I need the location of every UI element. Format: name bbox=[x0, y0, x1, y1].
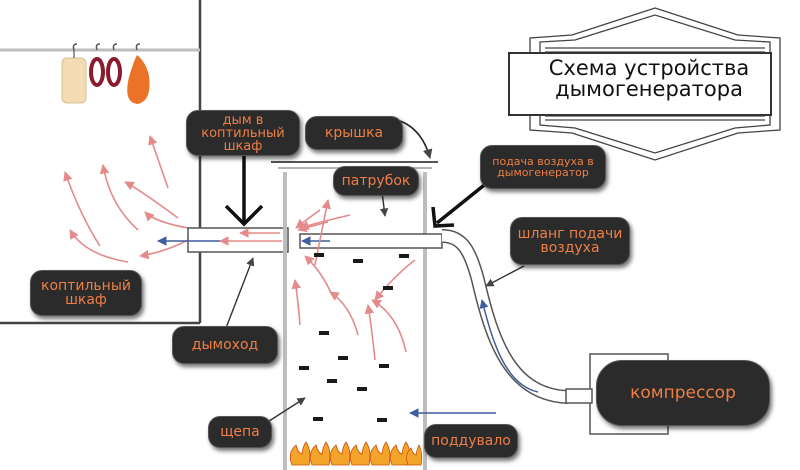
label-chimney: дымоход bbox=[172, 326, 278, 364]
label-blower: поддувало bbox=[424, 424, 518, 458]
cabinet-smoke-arrows bbox=[63, 135, 189, 263]
label-air-hose: шланг подачи воздуха bbox=[510, 217, 630, 265]
label-nozzle: патрубок bbox=[333, 166, 419, 196]
diagram-title: Схема устройства дымогенератора bbox=[548, 56, 750, 101]
chimney-pipe bbox=[187, 227, 289, 253]
label-text: щепа bbox=[220, 424, 260, 440]
label-text: поддувало bbox=[431, 433, 511, 449]
label-text: дым в коптильный шкаф bbox=[201, 112, 285, 154]
wood-chips bbox=[299, 253, 409, 422]
generator-smoke-arrows bbox=[291, 199, 416, 361]
label-text: крышка bbox=[324, 125, 384, 141]
label-air-supply: подача воздуха в дымогенератор bbox=[480, 145, 606, 189]
chimney-flow-arrows bbox=[157, 228, 282, 246]
label-smoking-cabinet: коптильный шкаф bbox=[30, 270, 142, 316]
label-text: шланг подачи воздуха bbox=[517, 226, 623, 256]
label-text: подача воздуха в дымогенератор bbox=[492, 155, 594, 179]
label-smoke-to-cabinet: дым в коптильный шкаф bbox=[186, 110, 300, 156]
generator-body bbox=[271, 161, 438, 470]
label-lid: крышка bbox=[305, 116, 403, 150]
label-text: компрессор bbox=[630, 382, 736, 403]
label-wood-chips: щепа bbox=[208, 416, 272, 448]
label-text: коптильный шкаф bbox=[41, 278, 131, 308]
label-text: дымоход bbox=[191, 337, 259, 353]
label-text: патрубок bbox=[341, 173, 411, 189]
title-banner bbox=[508, 7, 781, 161]
fire-icon bbox=[289, 441, 423, 466]
air-hose bbox=[441, 229, 569, 404]
hanging-products-icon bbox=[61, 43, 150, 104]
smoking-cabinet-outline bbox=[0, 0, 202, 325]
label-compressor: компрессор bbox=[596, 360, 770, 426]
